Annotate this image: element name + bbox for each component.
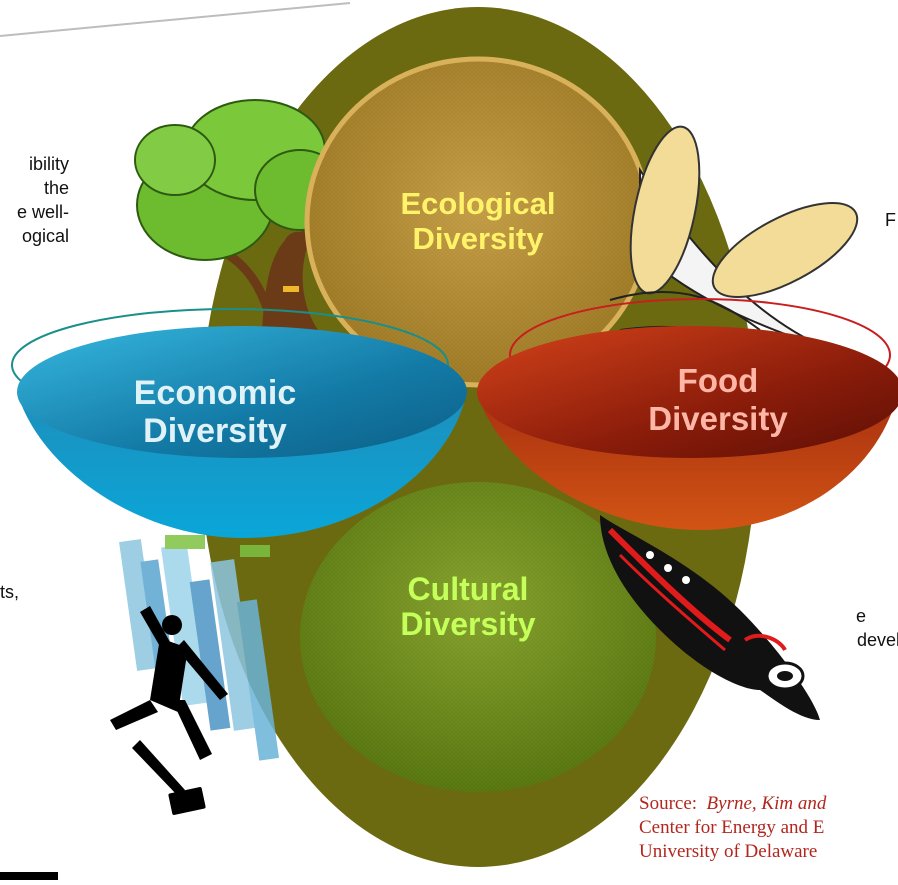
ecological-label-line1: Ecological <box>400 186 556 221</box>
right-lower-text-block: e devel <box>830 604 898 652</box>
source-line3: University of Delaware <box>639 841 818 862</box>
source-line1: Source: Byrne, Kim and <box>639 792 826 816</box>
source-citation: Source: Byrne, Kim and Center for Energy… <box>639 792 826 864</box>
left-text-line: the <box>43 178 69 198</box>
cultural-label-line2: Diversity <box>400 606 536 642</box>
source-line2: Center for Energy and E <box>639 817 825 838</box>
food-label-line2: Diversity <box>648 400 788 437</box>
cultural-label-line1: Cultural <box>407 571 529 607</box>
businessman-icon <box>110 606 228 815</box>
left-text-line: ibility <box>28 154 69 174</box>
left-text-line: e well- <box>16 202 69 222</box>
cultural-label: Cultural Diversity <box>350 572 586 642</box>
ecological-label: Ecological Diversity <box>360 186 596 256</box>
economic-label-line1: Economic <box>133 374 297 412</box>
salmon-icon <box>600 515 820 720</box>
footer-bar <box>0 872 58 880</box>
header-rule <box>0 2 351 37</box>
source-authors: Byrne, Kim and <box>706 793 827 814</box>
ecological-label-line2: Diversity <box>412 221 544 256</box>
right-lower-text-line: devel <box>856 630 898 650</box>
source-prefix: Source: <box>639 793 698 814</box>
left-text-block: ibility the e well- ogical <box>17 152 69 248</box>
food-label: Food Diversity <box>608 362 828 438</box>
left-lower-text: ts, <box>0 582 20 602</box>
right-upper-text: F <box>885 210 896 230</box>
economic-disc <box>11 308 467 538</box>
food-disc <box>477 298 898 530</box>
right-lower-text-line: e <box>855 606 866 626</box>
food-label-line1: Food <box>677 362 759 399</box>
economic-label-line2: Diversity <box>143 412 287 450</box>
economic-label: Economic Diversity <box>100 374 330 450</box>
corn-icon <box>609 125 859 361</box>
left-text-line: ogical <box>21 226 69 246</box>
